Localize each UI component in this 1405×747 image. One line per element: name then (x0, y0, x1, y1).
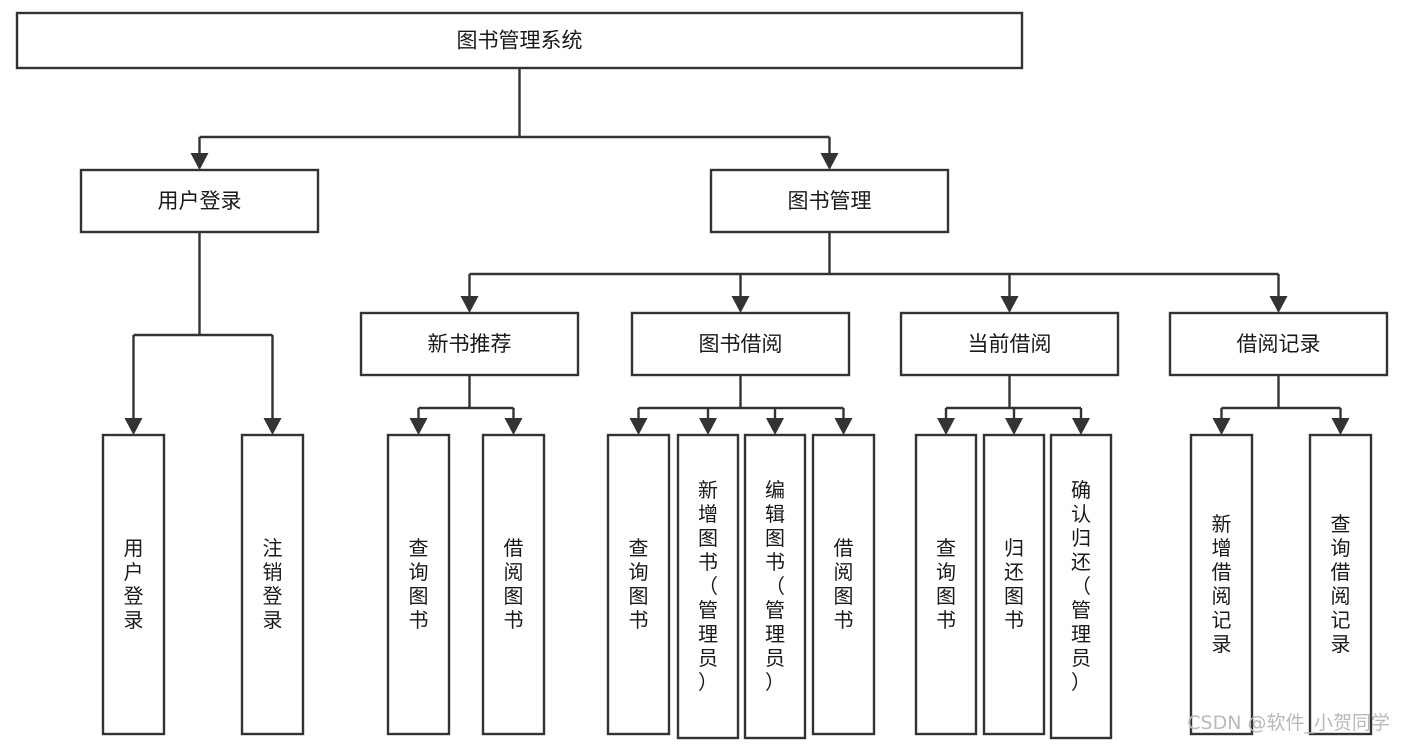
csdn-watermark: CSDN @软件_小贺同学 (1187, 712, 1390, 734)
node-leaf-confirm-return-admin-box[interactable] (1049, 433, 1113, 740)
node-leaf-query-book-current-label: 查询图书 (936, 536, 956, 632)
node-leaf-add-borrow-record-label: 新增借阅记录 (1212, 512, 1232, 656)
node-leaf-add-borrow-record-box[interactable] (1189, 433, 1254, 736)
connector-borrow-record-to-leaf-query-borrow-record-arrowhead (1331, 418, 1350, 435)
node-leaf-query-borrow-record-box[interactable] (1308, 433, 1373, 736)
node-leaf-edit-book-admin-label: 编辑图书（管理员） (765, 478, 785, 694)
node-leaf-borrow-book-rec-box[interactable] (481, 433, 546, 736)
connector-book-borrow-to-leaf-edit-book-admin-arrowhead (766, 418, 784, 435)
node-leaf-query-book-rec-box[interactable] (386, 433, 451, 736)
node-leaf-borrow-book-box[interactable] (811, 433, 876, 736)
node-leaf-borrow-book-label: 借阅图书 (834, 536, 854, 632)
node-leaf-query-book-borrow[interactable]: 查询图书 (606, 433, 671, 736)
node-leaf-return-book-box[interactable] (982, 433, 1046, 736)
node-borrow-record-label: 借阅记录 (1237, 332, 1321, 356)
node-new-book-rec[interactable]: 新书推荐 (359, 311, 580, 377)
node-current-borrow[interactable]: 当前借阅 (899, 311, 1120, 377)
node-leaf-query-borrow-record[interactable]: 查询借阅记录 (1308, 433, 1373, 736)
node-leaf-confirm-return-admin[interactable]: 确认归还（管理员） (1049, 433, 1113, 740)
connector-current-borrow-to-leaf-confirm-return-admin-arrowhead (1072, 418, 1090, 435)
connector-bookmanage-to-borrow-record-arrowhead (1269, 296, 1288, 313)
connector-borrow-record-to-leaf-add-borrow-record-arrowhead (1212, 418, 1231, 435)
node-current-borrow-label: 当前借阅 (968, 332, 1052, 356)
node-book-borrow[interactable]: 图书借阅 (630, 311, 851, 377)
node-book-manage[interactable]: 图书管理 (709, 168, 950, 234)
node-leaf-borrow-book-rec[interactable]: 借阅图书 (481, 433, 546, 736)
node-leaf-query-borrow-record-label: 查询借阅记录 (1331, 512, 1351, 656)
node-book-borrow-box[interactable] (630, 311, 851, 377)
node-leaf-add-borrow-record[interactable]: 新增借阅记录 (1189, 433, 1254, 736)
node-current-borrow-box[interactable] (899, 311, 1120, 377)
node-leaf-user-login-box[interactable] (101, 433, 166, 736)
node-leaf-edit-book-admin-box[interactable] (743, 433, 807, 740)
node-new-book-rec-label: 新书推荐 (428, 332, 512, 356)
node-leaf-user-logout-label: 注销登录 (263, 536, 283, 632)
connector-book-borrow-to-leaf-add-book-admin-arrowhead (699, 418, 717, 435)
node-root-label: 图书管理系统 (457, 29, 583, 53)
connector-new-book-rec-to-leaf-query-book-rec-arrowhead (409, 418, 428, 435)
connector-root-to-user-login-arrowhead (190, 153, 209, 170)
node-leaf-user-login[interactable]: 用户登录 (101, 433, 166, 736)
node-leaf-user-logout[interactable]: 注销登录 (240, 433, 305, 736)
node-boxes-layer: 图书管理系统用户登录图书管理新书推荐图书借阅当前借阅借阅记录用户登录注销登录查询… (15, 11, 1389, 740)
node-book-borrow-label: 图书借阅 (699, 332, 783, 356)
connector-root-to-book-manage-arrowhead (820, 153, 839, 170)
node-leaf-query-book-borrow-box[interactable] (606, 433, 671, 736)
node-leaf-add-book-admin-label: 新增图书（管理员） (698, 478, 718, 694)
node-leaf-user-login-label: 用户登录 (124, 536, 144, 632)
connector-user-login-to-leaf-user-login-arrowhead (124, 418, 143, 435)
node-leaf-user-logout-box[interactable] (240, 433, 305, 736)
connector-bookmanage-to-new-book-rec-arrowhead (460, 296, 479, 313)
node-leaf-query-book-rec[interactable]: 查询图书 (386, 433, 451, 736)
node-user-login-label: 用户登录 (158, 189, 242, 213)
node-leaf-query-book-borrow-label: 查询图书 (629, 536, 649, 632)
connector-bookmanage-to-current-borrow-arrowhead (1000, 296, 1019, 313)
connector-book-borrow-to-leaf-borrow-book-arrowhead (834, 418, 853, 435)
node-leaf-borrow-book[interactable]: 借阅图书 (811, 433, 876, 736)
node-user-login[interactable]: 用户登录 (79, 168, 320, 234)
node-leaf-query-book-current-box[interactable] (914, 433, 978, 736)
connector-lines-layer (124, 68, 1350, 435)
node-borrow-record[interactable]: 借阅记录 (1168, 311, 1389, 377)
node-borrow-record-box[interactable] (1168, 311, 1389, 377)
node-book-manage-label: 图书管理 (788, 189, 872, 213)
connector-current-borrow-to-leaf-return-book-arrowhead (1005, 418, 1023, 435)
node-user-login-box[interactable] (79, 168, 320, 234)
node-leaf-confirm-return-admin-label: 确认归还（管理员） (1071, 478, 1091, 694)
node-leaf-borrow-book-rec-label: 借阅图书 (504, 536, 524, 632)
connector-current-borrow-to-leaf-query-book-current-arrowhead (937, 418, 955, 435)
node-new-book-rec-box[interactable] (359, 311, 580, 377)
node-leaf-query-book-rec-label: 查询图书 (409, 536, 429, 632)
node-leaf-query-book-current[interactable]: 查询图书 (914, 433, 978, 736)
node-leaf-edit-book-admin[interactable]: 编辑图书（管理员） (743, 433, 807, 740)
node-leaf-add-book-admin[interactable]: 新增图书（管理员） (676, 433, 740, 740)
node-root[interactable]: 图书管理系统 (15, 11, 1024, 70)
node-leaf-return-book-label: 归还图书 (1004, 536, 1024, 632)
node-leaf-add-book-admin-box[interactable] (676, 433, 740, 740)
node-root-box[interactable] (15, 11, 1024, 70)
connector-bookmanage-to-book-borrow-arrowhead (731, 296, 750, 313)
node-book-manage-box[interactable] (709, 168, 950, 234)
connector-new-book-rec-to-leaf-borrow-book-rec-arrowhead (504, 418, 523, 435)
node-leaf-return-book[interactable]: 归还图书 (982, 433, 1046, 736)
connector-book-borrow-to-leaf-query-book-borrow-arrowhead (629, 418, 648, 435)
connector-user-login-to-leaf-user-logout-arrowhead (263, 418, 282, 435)
